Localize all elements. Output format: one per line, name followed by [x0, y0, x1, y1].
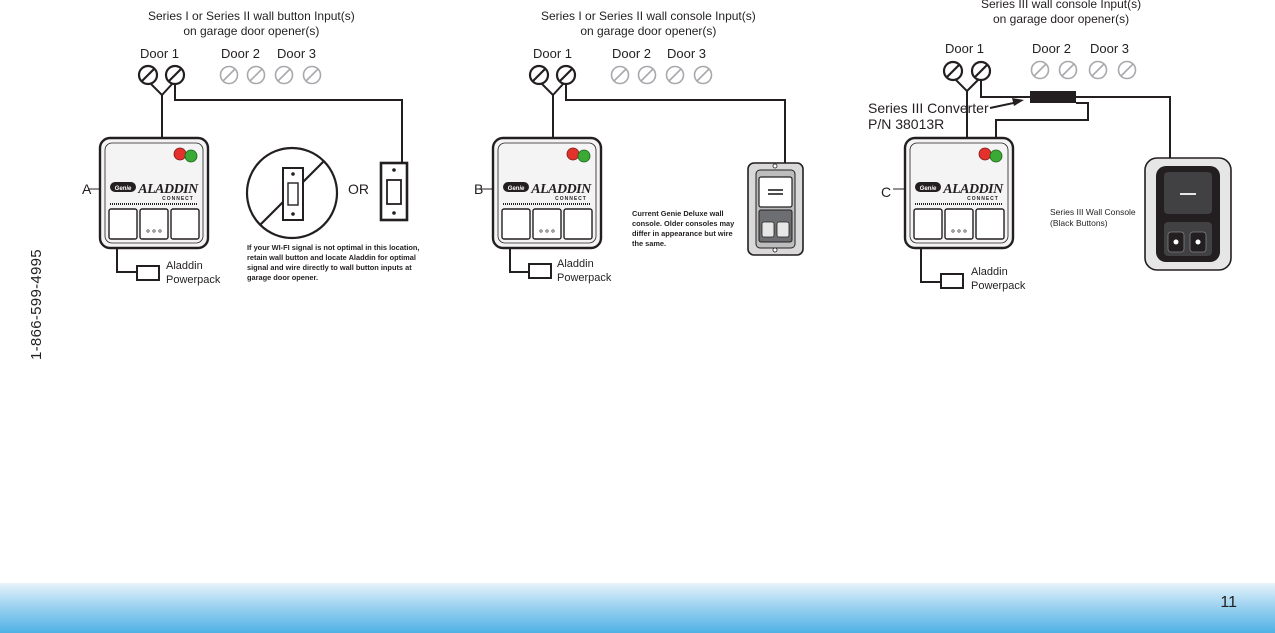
powerpack-c-icon: [940, 273, 964, 289]
panel-c-door1-label: Door 1: [945, 41, 985, 56]
panel-a-door1-label: Door 1: [140, 46, 180, 61]
panel-a-title: Series I or Series II wall button Input(…: [148, 9, 355, 39]
panel-a-wiring: [88, 64, 409, 281]
panel-c-powerpack-label: Aladdin Powerpack: [971, 265, 1025, 293]
powerpack-b-icon: [528, 263, 552, 279]
panel-a-title-line2: on garage door opener(s): [183, 24, 320, 38]
panel-b-letter: B: [474, 181, 484, 197]
panel-c-title-line1: Series III wall console Input(s): [981, 0, 1142, 11]
no-symbol-icon: [245, 146, 339, 240]
panel-b-title-line1: Series I or Series II wall console Input…: [541, 9, 756, 23]
panel-b-powerpack-label: Aladdin Powerpack: [557, 257, 611, 285]
panel-c-door3-label: Door 3: [1090, 41, 1130, 56]
or-label: OR: [348, 181, 369, 197]
panel-a-door2-label: Door 2: [221, 46, 261, 61]
panel-c-powerpack-line2: Powerpack: [971, 280, 1026, 292]
panel-c-title-line2: on garage door opener(s): [992, 12, 1130, 26]
door1-terminal-a2: [164, 64, 186, 86]
panel-a-letter: A: [82, 181, 92, 197]
aladdin-device-c: [903, 136, 1015, 250]
converter-label: Series III Converter P/N 38013R: [868, 100, 989, 132]
genie-wall-console-icon: [747, 162, 804, 256]
series-iii-console-label-line2: (Black Buttons): [1050, 218, 1108, 228]
wall-button-icon: [379, 161, 409, 222]
panel-a-powerpack-label: Aladdin Powerpack: [166, 259, 220, 287]
panel-b-powerpack-line2: Powerpack: [557, 272, 612, 284]
panel-c-wiring: [893, 60, 1232, 289]
panel-b-door3-label: Door 3: [667, 46, 707, 61]
aladdin-device-b: [491, 136, 603, 250]
page-footer-bar: [0, 583, 1275, 633]
panel-a-powerpack-line2: Powerpack: [166, 274, 221, 286]
panel-b-wiring: [481, 64, 804, 279]
panel-b-title-line2: on garage door opener(s): [580, 24, 717, 38]
panel-b-powerpack-line1: Aladdin: [557, 258, 594, 270]
panel-b-door2-label: Door 2: [612, 46, 652, 61]
series-iii-wall-console-icon: [1144, 157, 1232, 271]
panel-c-title: Series III wall console Input(s) on gara…: [981, 0, 1141, 27]
powerpack-a-icon: [136, 265, 160, 281]
series-iii-converter-icon: [1030, 91, 1076, 103]
panel-c-powerpack-line1: Aladdin: [971, 266, 1008, 278]
converter-part-number: P/N 38013R: [868, 116, 945, 132]
converter-label-line1: Series III Converter: [868, 100, 989, 116]
series-iii-console-label-line1: Series III Wall Console: [1050, 207, 1136, 217]
panel-a-door3-label: Door 3: [277, 46, 317, 61]
panel-b-note: Current Genie Deluxe wall console. Older…: [632, 209, 735, 248]
panel-a-note: If your WI-FI signal is not optimal in t…: [247, 243, 420, 282]
aladdin-device-a: [98, 136, 210, 250]
panel-b-title: Series I or Series II wall console Input…: [541, 9, 756, 39]
page-number: 11: [1220, 594, 1237, 611]
panel-c-letter: C: [881, 184, 892, 200]
support-phone-number: 1-866-599-4995: [28, 249, 45, 360]
panel-b-door1-label: Door 1: [533, 46, 573, 61]
panel-c-door2-label: Door 2: [1032, 41, 1072, 56]
panel-a-powerpack-line1: Aladdin: [166, 260, 203, 272]
series-iii-console-label: Series III Wall Console (Black Buttons): [1050, 207, 1150, 229]
door1-terminal-a1: [137, 64, 159, 86]
panel-a-title-line1: Series I or Series II wall button Input(…: [148, 9, 355, 23]
